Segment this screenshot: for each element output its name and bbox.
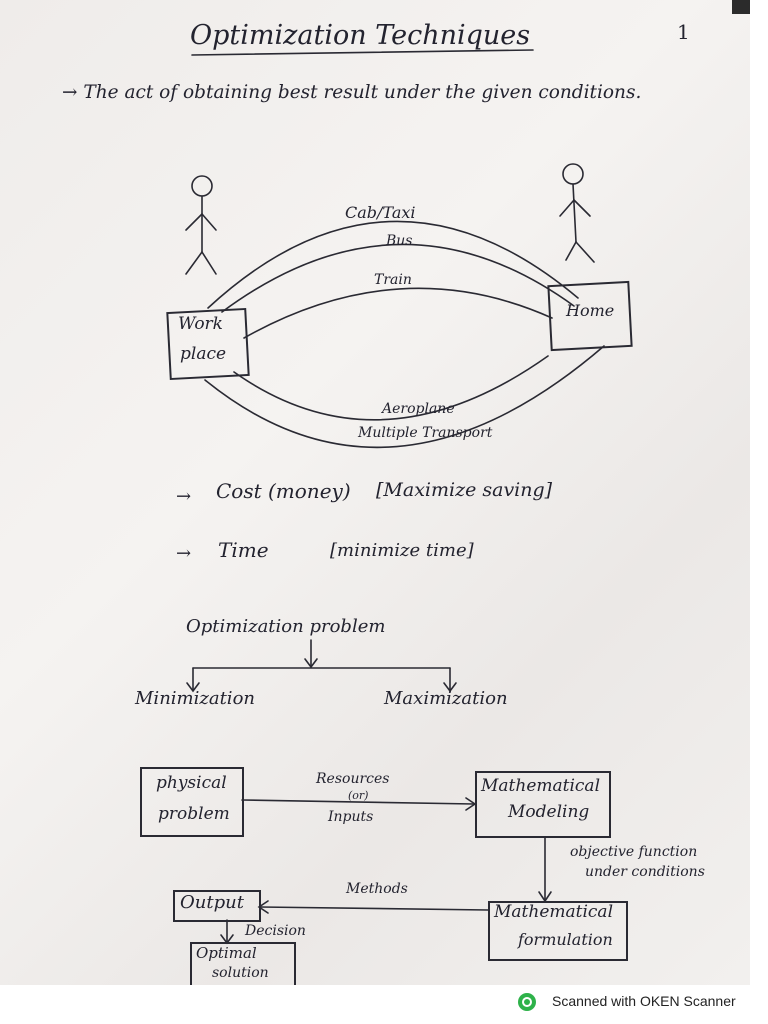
stick-figure-right-head [562, 163, 584, 185]
tree-left-arrowhead [186, 682, 200, 693]
output-label: Output [180, 892, 244, 913]
work-place-label-line2: place [180, 344, 227, 364]
route-train [243, 287, 553, 339]
work-place-label-line1: Work [178, 314, 223, 334]
criteria-cost-goal: [Maximize saving] [376, 479, 553, 501]
inputs-label: Inputs [328, 809, 374, 825]
resources-label: Resources [316, 771, 390, 787]
route-aeroplane [233, 355, 549, 421]
solution-label-line1: Optimal [196, 944, 257, 962]
formulation-label-line2: formulation [518, 930, 613, 949]
modeling-label-line1: Mathematical [481, 776, 600, 796]
objective-label-line2: under conditions [585, 864, 705, 880]
arrow-formulation-to-output [259, 906, 489, 911]
stick-figure-left-leg [185, 251, 203, 275]
stick-figure-left-arm [201, 213, 217, 231]
route-label-aeroplane: Aeroplane [382, 401, 455, 417]
mathematical-formulation-box [488, 901, 628, 961]
scanner-watermark: Scanned with OKEN Scanner [552, 993, 736, 1009]
home-label: Home [566, 301, 615, 320]
solution-label-line2: solution [212, 965, 269, 981]
stick-figure-right-arm [559, 199, 575, 217]
criteria-arrow-time: → [176, 543, 192, 564]
page-number: 1 [677, 20, 690, 44]
hand-drawn-diagram [185, 49, 605, 945]
tree-stem-arrowhead [304, 658, 318, 669]
dark-corner [732, 0, 750, 14]
route-label-multiple: Multiple Transport [358, 425, 493, 441]
mathematical-modeling-box [475, 771, 611, 838]
route-label-train: Train [374, 272, 412, 288]
route-label-bus: Bus [386, 233, 413, 249]
tree-root: Optimization problem [186, 616, 386, 637]
criteria-cost: Cost (money) [216, 479, 351, 503]
stick-figure-right-body [572, 183, 577, 243]
stick-figure-right-leg [565, 241, 577, 261]
page-title: Optimization Techniques [190, 20, 531, 51]
formulation-label-line1: Mathematical [494, 902, 613, 922]
notebook-page: Optimization Techniques 1 → The act of o… [0, 0, 750, 985]
definition-text: → The act of obtaining best result under… [62, 82, 642, 103]
title-underline [191, 49, 534, 56]
route-bus [221, 243, 575, 313]
stick-figure-left-leg [201, 251, 217, 275]
output-box [173, 890, 261, 922]
circle-check-icon [518, 993, 536, 1011]
route-cab [207, 220, 579, 309]
resources-or: (or) [348, 789, 369, 802]
physical-label-line1: physical [156, 773, 227, 793]
tree-minimization: Minimization [135, 688, 255, 709]
criteria-time-goal: [minimize time] [330, 540, 474, 561]
optimal-solution-box [190, 942, 296, 985]
tree-right-arrowhead [443, 682, 457, 693]
decision-label: Decision [245, 923, 306, 939]
stick-figure-right-arm [573, 199, 591, 217]
route-multiple [204, 345, 605, 449]
physical-label-line2: problem [158, 804, 230, 824]
objective-label-line1: objective function [570, 844, 698, 860]
stick-figure-left-head [191, 175, 213, 197]
stick-figure-right-leg [575, 241, 595, 263]
criteria-arrow-cost: → [176, 486, 192, 507]
criteria-time: Time [218, 538, 269, 562]
route-label-cab: Cab/Taxi [345, 203, 416, 222]
arrow-physical-to-modeling [241, 799, 475, 805]
methods-label: Methods [346, 881, 408, 897]
tree-maximization: Maximization [384, 688, 508, 709]
stick-figure-left-arm [185, 213, 203, 231]
scanner-footer [0, 985, 768, 1024]
modeling-label-line2: Modeling [508, 802, 590, 822]
physical-problem-box [140, 767, 244, 837]
